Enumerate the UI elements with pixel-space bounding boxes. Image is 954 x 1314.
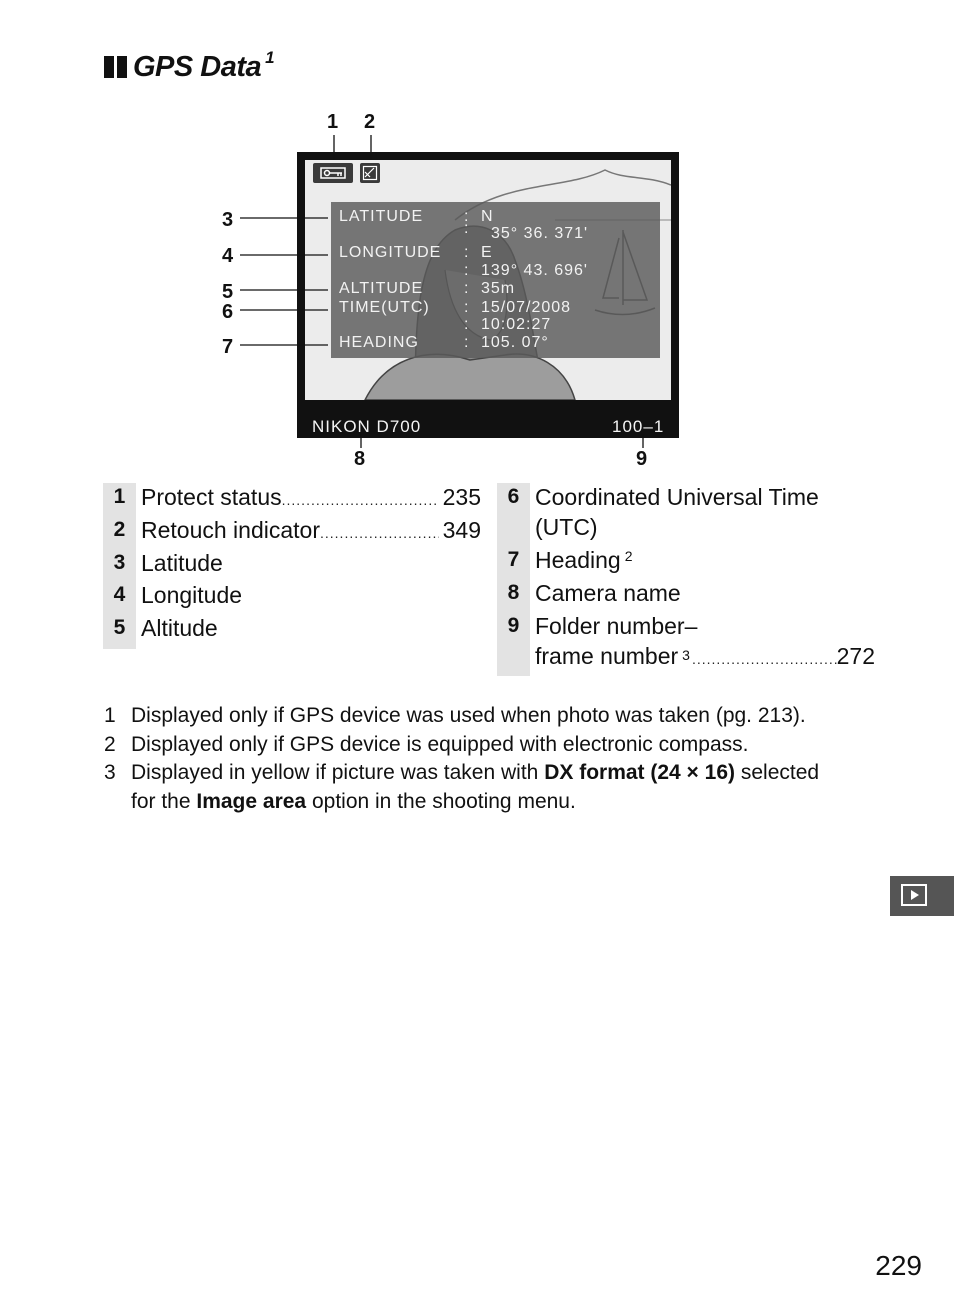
legend-num: 3 <box>113 551 126 574</box>
footnote-text: option in the shooting menu. <box>306 789 576 813</box>
footnote-1: 1 Displayed only if GPS device was used … <box>104 702 894 731</box>
photo-preview: LATITUDE LONGITUDE ALTITUDE TIME(UTC) HE… <box>305 160 671 400</box>
footnote-number: 2 <box>104 732 116 756</box>
heading-label: HEADING <box>339 334 419 351</box>
callout-8: 8 <box>354 448 366 470</box>
legend-num: 7 <box>507 548 520 571</box>
colon-longitude: : <box>464 244 470 261</box>
dot-leader: ........................................… <box>691 651 837 667</box>
section-heading: GPS Data 1 <box>104 48 275 86</box>
page-reference[interactable]: 235 <box>442 484 481 510</box>
callout-5: 5 <box>222 281 234 303</box>
legend-leader: Retouch indicator ......................… <box>141 516 481 547</box>
legend-label: Latitude <box>141 550 223 576</box>
altitude-label: ALTITUDE <box>339 280 424 297</box>
latitude-label: LATITUDE <box>339 208 424 225</box>
footnote-number: 3 <box>104 761 116 784</box>
legend-num: 5 <box>113 616 126 639</box>
legend-label: Protect status <box>141 484 282 510</box>
legend-num: 6 <box>507 485 520 508</box>
legend-label: Heading <box>535 547 621 573</box>
longitude-direction: E <box>481 244 493 261</box>
gps-info-panel: LATITUDE LONGITUDE ALTITUDE TIME(UTC) HE… <box>331 202 660 358</box>
footnote-bold-term: DX format (24 × 16) <box>544 761 736 784</box>
legend-num: 8 <box>507 581 520 604</box>
callout-4: 4 <box>222 245 234 267</box>
camera-name: NIKON D700 <box>312 417 422 436</box>
footnote-text: Displayed in yellow if picture was taken… <box>131 761 545 784</box>
folder-frame-number: 100–1 <box>612 417 665 436</box>
playback-icon <box>901 884 927 906</box>
section-marker-icon <box>104 56 127 78</box>
colon-date: : <box>464 299 470 316</box>
page-number: 229 <box>875 1250 922 1281</box>
callout-6: 6 <box>222 301 234 323</box>
time-utc-label: TIME(UTC) <box>339 299 430 316</box>
time-value: 10:02:27 <box>481 316 552 333</box>
legend-num: 2 <box>113 518 126 541</box>
legend-right-number-bar <box>497 483 530 676</box>
callout-leader-lines <box>240 135 644 448</box>
colon-latitude-value: : <box>464 220 470 237</box>
legend-label: frame number <box>535 643 679 669</box>
footnote-text: selected <box>735 761 820 784</box>
callout-2: 2 <box>364 111 376 133</box>
latitude-value: 35° 36. 371' <box>491 225 589 242</box>
page-reference[interactable]: 272 <box>836 643 875 669</box>
legend-label: Altitude <box>141 615 218 641</box>
dot-leader: ........................................… <box>320 525 439 541</box>
altitude-value: 35m <box>481 280 516 297</box>
legend-left-number-bar <box>103 483 136 649</box>
section-title-footnote-ref: 1 <box>265 48 275 67</box>
colon-time: : <box>464 316 470 333</box>
page-reference[interactable]: 349 <box>442 517 481 543</box>
retouch-icon <box>360 163 380 183</box>
footnote-text: Displayed only if GPS device is equipped… <box>131 732 749 756</box>
date-value: 15/07/2008 <box>481 299 572 316</box>
callout-7: 7 <box>222 336 234 358</box>
legend-right: 6 Coordinated Universal Time (UTC) 7 Hea… <box>497 483 877 676</box>
colon-heading: : <box>464 334 470 351</box>
footnote-text: for the <box>131 789 197 813</box>
footnote-2: 2 Displayed only if GPS device is equipp… <box>104 731 894 760</box>
longitude-label: LONGITUDE <box>339 244 442 261</box>
playback-section-tab[interactable] <box>890 876 954 916</box>
heading-value: 105. 07° <box>481 334 549 351</box>
legend-left: 1 Protect status .......................… <box>103 483 483 649</box>
protect-key-icon <box>313 163 353 183</box>
footnote-text: Displayed only if GPS device was used wh… <box>131 704 806 727</box>
footnotes: 1 Displayed only if GPS device was used … <box>104 702 894 816</box>
legend-label: Longitude <box>141 582 243 608</box>
longitude-value: 139° 43. 696' <box>481 262 588 279</box>
footnote-bold-term: Image area <box>196 789 307 813</box>
callout-3: 3 <box>222 209 234 231</box>
legend-label: Camera name <box>535 580 681 606</box>
section-title: GPS Data <box>133 51 262 83</box>
footnote-number: 1 <box>104 704 116 727</box>
footnote-ref: 2 <box>624 548 633 564</box>
legend-num: 4 <box>113 583 126 606</box>
callout-1: 1 <box>327 111 339 133</box>
legend-label: (UTC) <box>535 514 598 540</box>
legend-label: Retouch indicator <box>141 517 320 543</box>
footnote-3: 3 Displayed in yellow if picture was tak… <box>104 759 894 816</box>
legend-num: 1 <box>113 485 126 508</box>
legend-label: Folder number– <box>535 613 698 639</box>
legend-leader: Protect status .........................… <box>141 483 481 514</box>
colon-altitude: : <box>464 280 470 297</box>
footnote-ref: 3 <box>682 647 690 663</box>
colon-latitude: : <box>464 208 470 225</box>
legend-num: 9 <box>507 614 520 637</box>
colon-longitude-value: : <box>464 262 470 279</box>
dot-leader: ........................................… <box>281 492 439 508</box>
camera-monitor-screen: LATITUDE LONGITUDE ALTITUDE TIME(UTC) HE… <box>297 152 679 438</box>
legend-leader: frame number 3 .........................… <box>535 642 875 673</box>
legend-label: Coordinated Universal Time <box>535 484 819 510</box>
latitude-direction: N <box>481 208 494 225</box>
callout-9: 9 <box>636 448 648 470</box>
